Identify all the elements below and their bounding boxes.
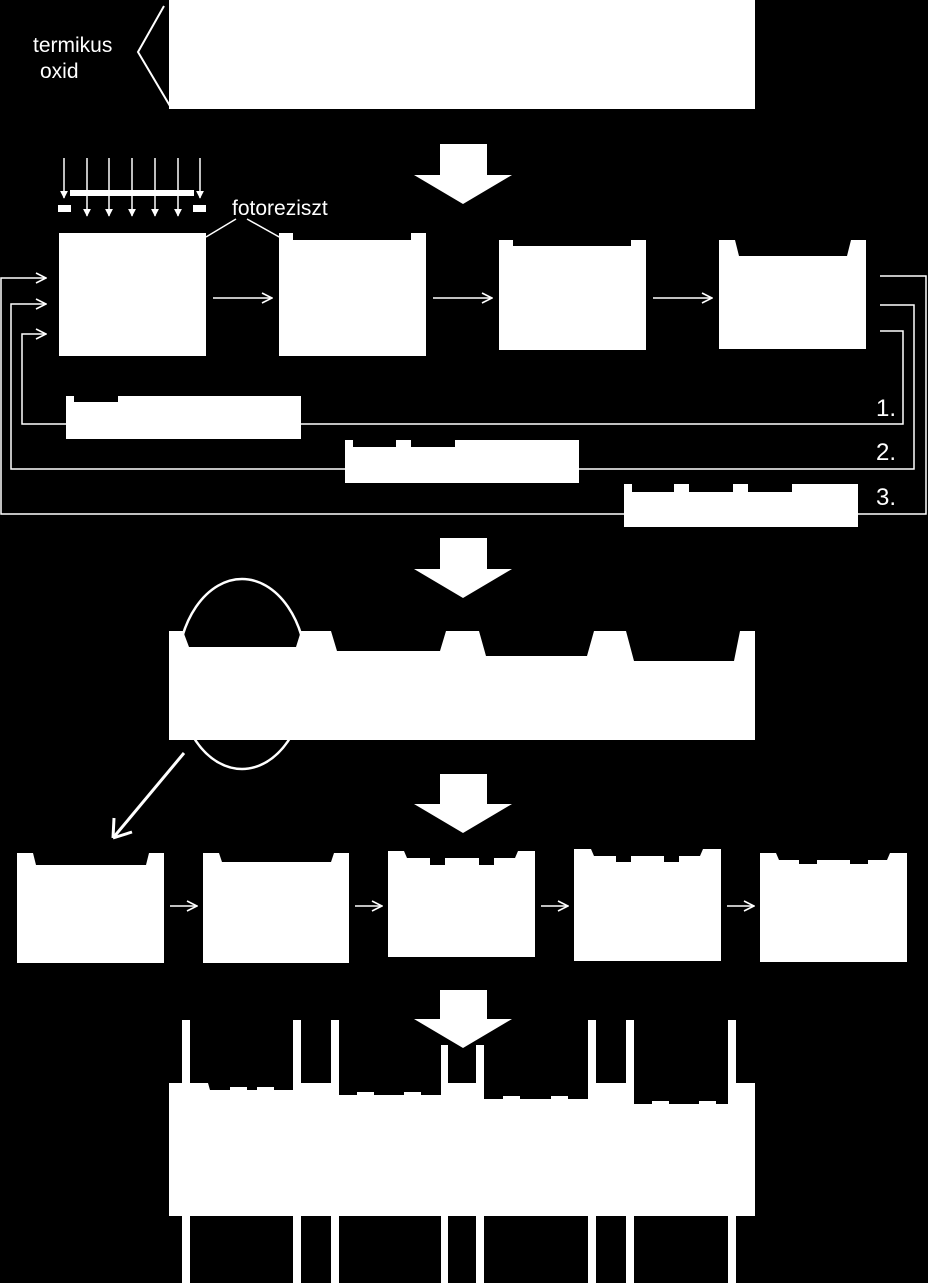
process-arrow-1 [414, 144, 512, 204]
dicing-cut-lines [182, 1216, 736, 1283]
oxidized-substrate [169, 0, 755, 109]
detail-magnifier-ellipse [175, 577, 309, 771]
feedback-loops [0, 276, 927, 515]
detail-step-4 [574, 849, 721, 961]
photoresist-pointer-1 [205, 218, 237, 238]
loop-label-1: 1. [876, 395, 896, 422]
wafer-exposure [59, 233, 206, 356]
thermal-oxide-label-line1: termikus [33, 34, 112, 57]
multi-depth-etched-substrate [169, 631, 755, 740]
final-structured-substrate [169, 1020, 755, 1216]
detail-pointer-arrowhead [111, 817, 133, 840]
process-arrow-4 [414, 990, 512, 1048]
detail-pointer-arrow [111, 752, 186, 839]
loop-result-2 [345, 440, 579, 483]
thermal-oxide-pointer [136, 5, 171, 107]
loop-result-1 [66, 396, 301, 439]
uv-exposure-arrows [60, 158, 204, 217]
photomask [58, 190, 206, 212]
wafer-developed-resist [279, 233, 426, 356]
loop-label-2: 2. [876, 439, 896, 466]
process-arrow-2 [414, 538, 512, 598]
wafer-oxide-etched [499, 240, 646, 350]
detail-step-5 [760, 853, 907, 962]
photoresist-pointer-2 [246, 218, 282, 239]
detail-step-3 [388, 851, 535, 957]
photoresist-label: fotoreziszt [232, 197, 328, 220]
loop-label-3: 3. [876, 484, 896, 511]
detail-step-2 [203, 853, 349, 963]
detail-step-1 [17, 853, 164, 963]
loop-result-3 [624, 484, 858, 527]
wafer-silicon-etched [719, 240, 866, 349]
process-arrow-3 [414, 774, 512, 833]
thermal-oxide-label-line2: oxid [40, 60, 79, 83]
